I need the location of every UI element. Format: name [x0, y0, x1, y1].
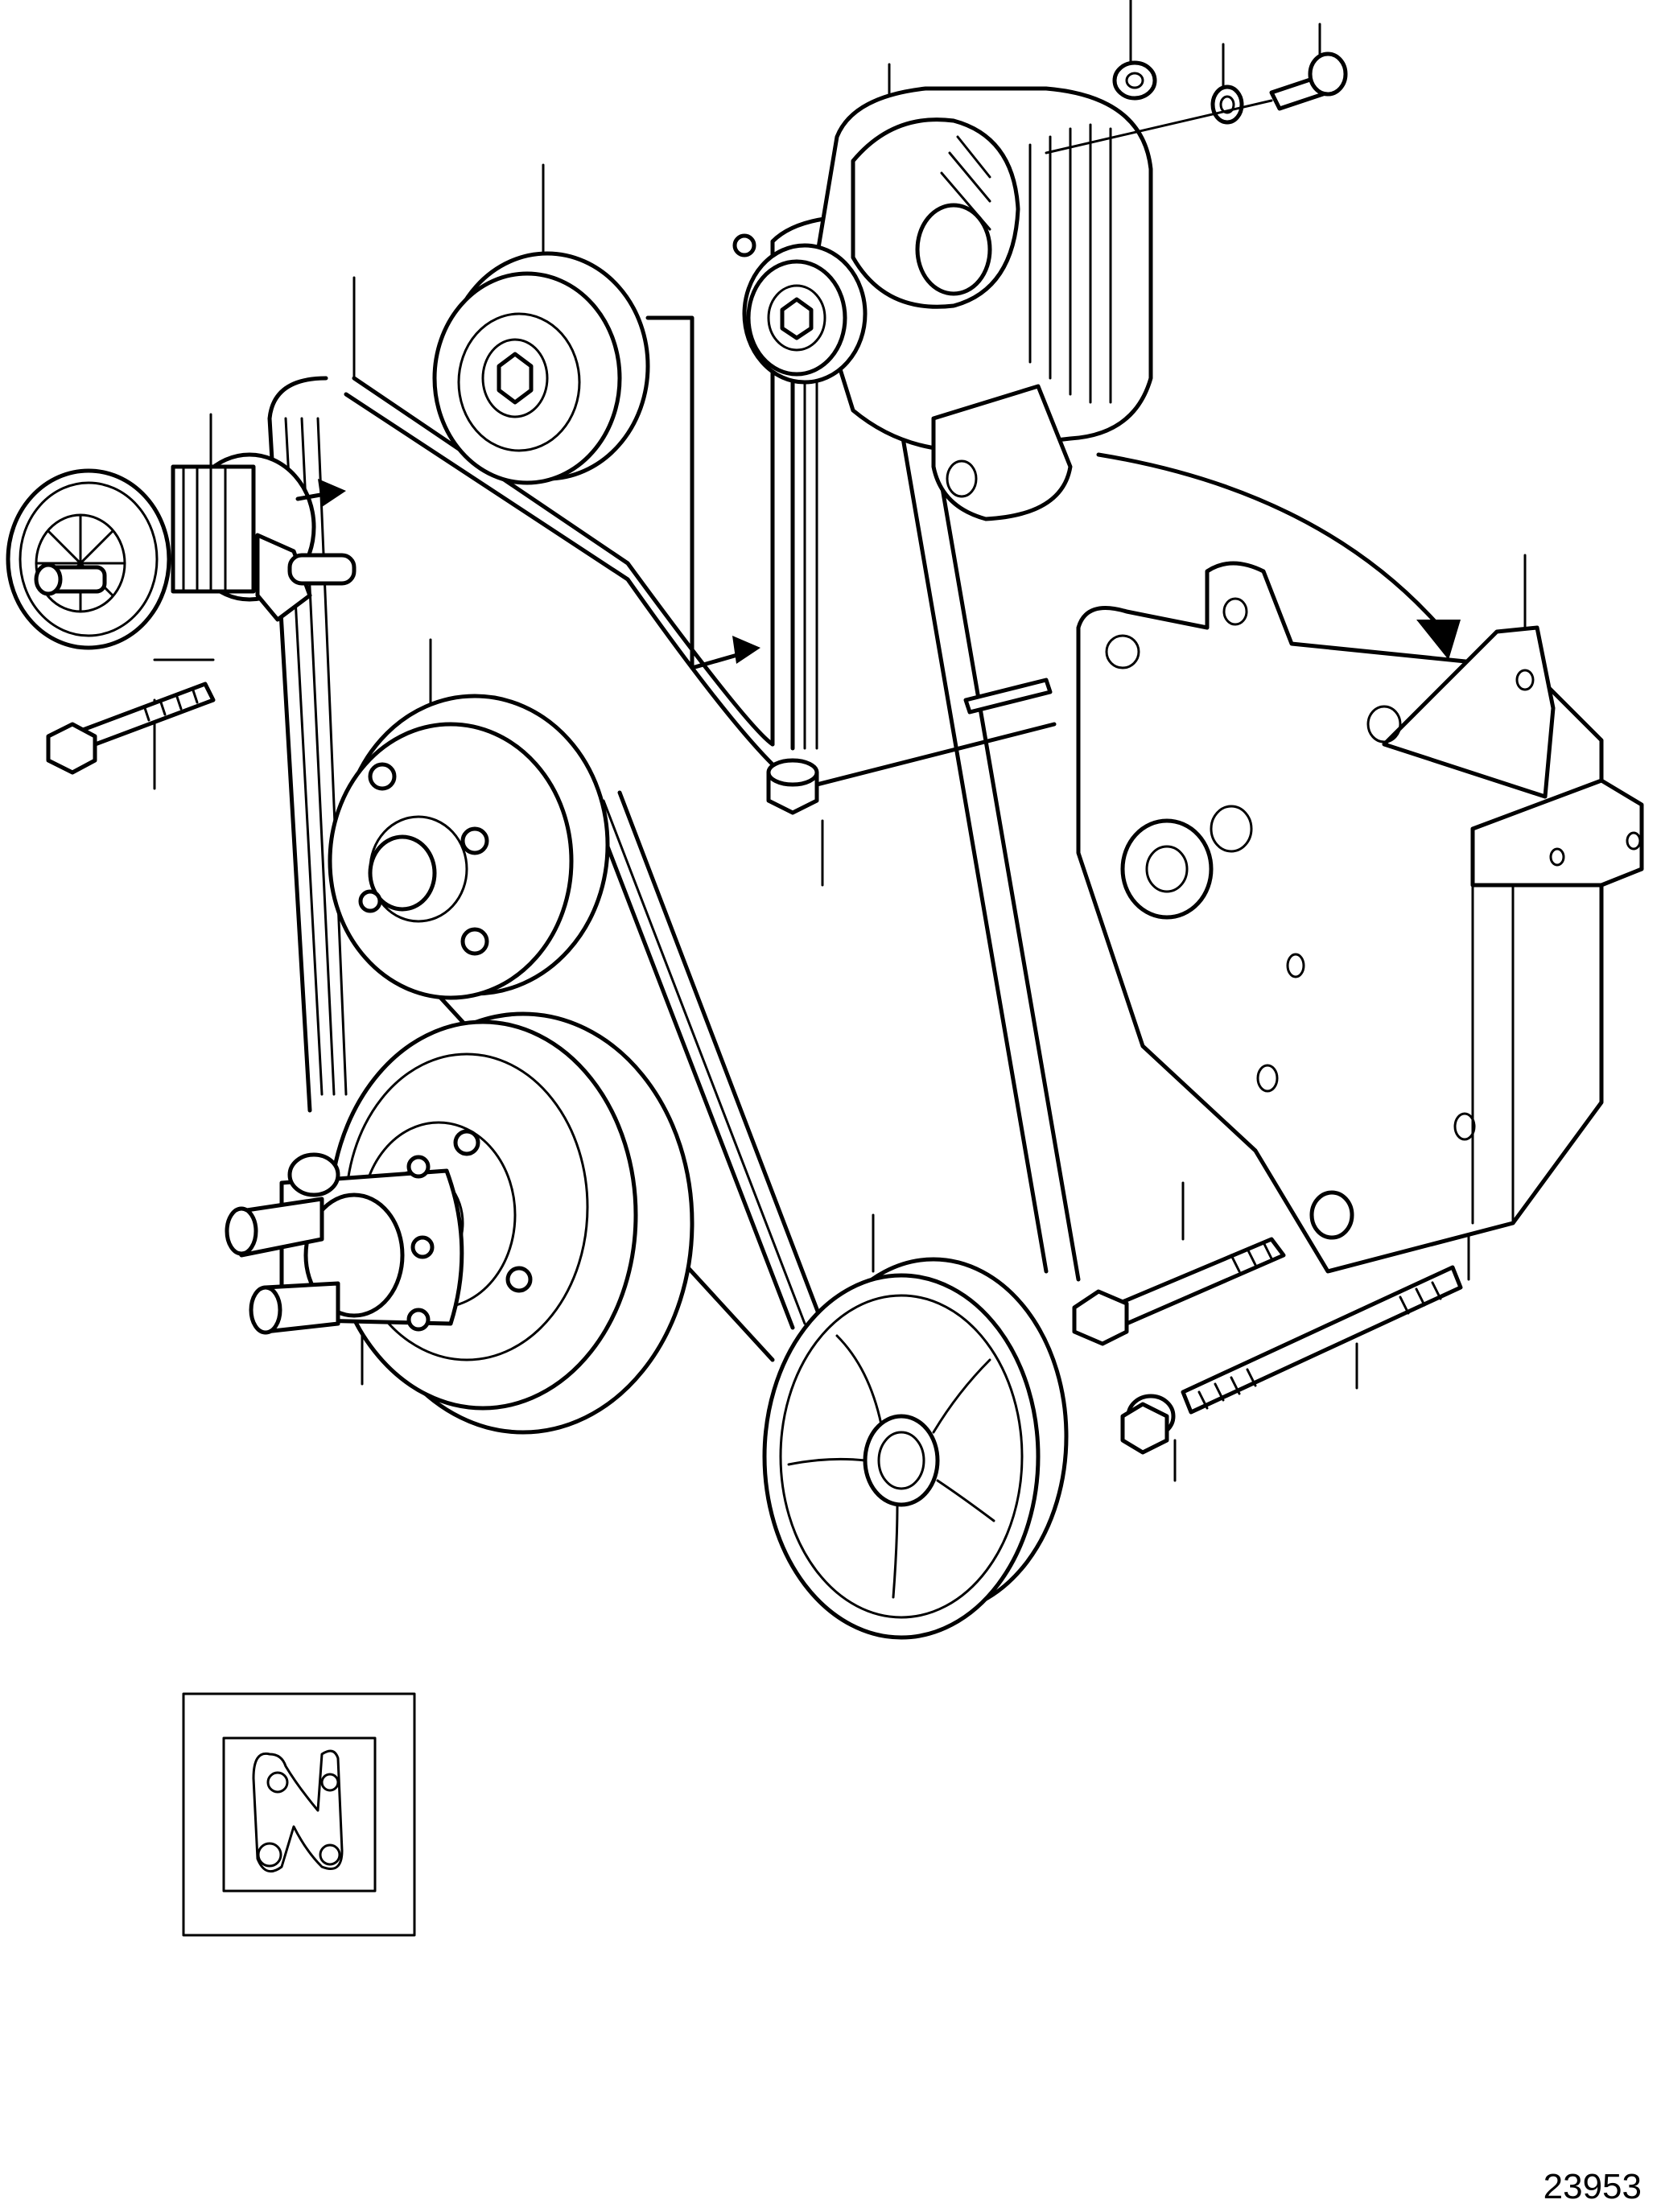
alternator-screw [1045, 51, 1348, 154]
power-steering-pulley [762, 1257, 1069, 1640]
alternator-nut [1112, 60, 1157, 101]
water-pump-pulley [328, 694, 610, 1000]
idler-bolt [766, 722, 1057, 815]
alternator-fins [940, 123, 1112, 404]
flange-nut [1120, 1394, 1176, 1455]
sea-water-pump [225, 1152, 464, 1335]
belt-routing-icon [182, 1692, 416, 1937]
bracket-bolt [1072, 1237, 1286, 1346]
steering-pulley-spokes [787, 1334, 995, 1599]
idler-pulley [432, 251, 650, 485]
tensioner-bolt [46, 658, 216, 775]
alternator [810, 86, 1153, 521]
stud [1181, 1265, 1463, 1415]
alternator-pulley [732, 233, 868, 385]
belt-tensioner [6, 452, 357, 650]
alternator-washer [1210, 84, 1244, 125]
figure-number: 23953 [1543, 2167, 1642, 2206]
mounting-bracket [1076, 561, 1644, 1274]
routing-arrows [295, 315, 1461, 670]
alternator-stud [963, 678, 1053, 715]
poly-v-belt [267, 215, 1081, 1362]
